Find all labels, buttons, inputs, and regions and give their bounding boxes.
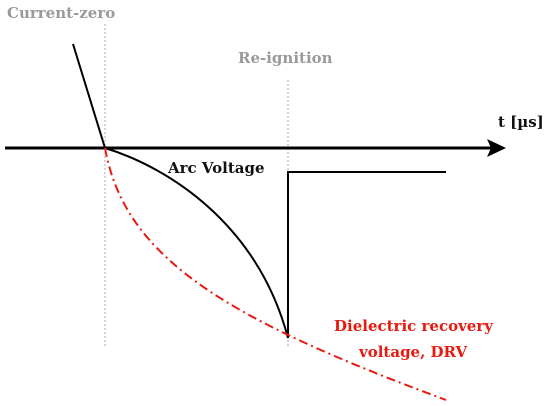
time-axis-label: t [µs] <box>498 113 544 131</box>
re-ignition-voltage-step <box>287 171 446 338</box>
current-curve <box>72 43 106 149</box>
arc-voltage-label: Arc Voltage <box>167 159 265 177</box>
drv-curve <box>104 147 447 401</box>
drv-label-line2: voltage, DRV <box>358 343 467 361</box>
drv-label-line1: Dielectric recovery <box>334 317 494 335</box>
arc-voltage-curve <box>104 147 289 339</box>
time-axis-arrowhead <box>487 139 506 157</box>
re-ignition-label: Re-ignition <box>238 49 333 67</box>
current-zero-label: Current-zero <box>7 4 115 22</box>
